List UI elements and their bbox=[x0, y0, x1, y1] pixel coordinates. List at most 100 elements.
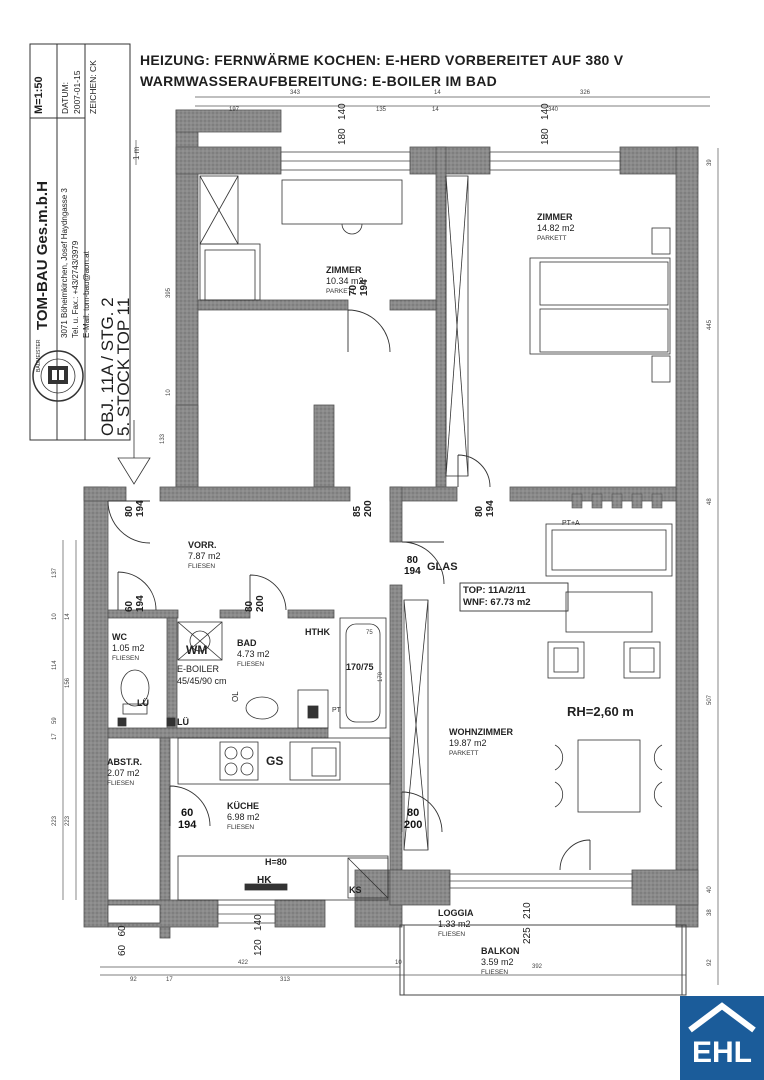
top-number: TOP: 11A/2/11 bbox=[463, 585, 526, 596]
dim-top-5: 135 bbox=[376, 107, 387, 113]
dim-top-4: 197 bbox=[229, 107, 240, 113]
house-icon bbox=[688, 1002, 756, 1033]
fridge-label: KS bbox=[349, 885, 362, 895]
dim-right-7: 92 bbox=[707, 959, 713, 966]
room-floor-living: PARKETT bbox=[449, 750, 479, 757]
window-size-kitchen: 120 140 bbox=[253, 914, 264, 956]
dim-top-6: 14 bbox=[432, 107, 439, 113]
room-floor-bath: FLIESEN bbox=[237, 661, 265, 668]
unit-info-box bbox=[459, 582, 569, 612]
room-name-storage: ABST.R. bbox=[107, 757, 143, 767]
room-area-balcony: 3.59 m2 bbox=[481, 957, 514, 967]
date-value: 2007-01-15 bbox=[72, 70, 82, 114]
floor-label: 5. STOCK TOP 11 bbox=[114, 297, 133, 436]
room-area-hall: 7.87 m2 bbox=[188, 551, 221, 561]
room-name-bedroom-1: ZIMMER bbox=[326, 265, 362, 275]
room-name-loggia: LOGGIA bbox=[438, 908, 474, 918]
room-name-wc: WC bbox=[112, 632, 127, 642]
room-name-hall: VORR. bbox=[188, 540, 217, 550]
room-area-bath: 4.73 m2 bbox=[237, 649, 270, 659]
dim-left-7: 17 bbox=[52, 733, 58, 740]
dim-bottom-1: 422 bbox=[238, 960, 249, 966]
seal-text: BAUMEISTER bbox=[36, 339, 42, 372]
room-name-bath: BAD bbox=[237, 638, 257, 648]
boiler-size: 45/45/90 cm bbox=[177, 676, 227, 686]
door-swings bbox=[107, 309, 591, 871]
dim-misc-133: 133 bbox=[160, 433, 166, 444]
balcony-outline bbox=[399, 924, 687, 996]
dim-misc-10: 10 bbox=[166, 389, 172, 396]
room-floor-storage: FLIESEN bbox=[107, 780, 135, 787]
bathtub-size: 170/75 bbox=[346, 662, 374, 672]
company-name: TOM-BAU Ges.m.b.H bbox=[34, 181, 51, 330]
dim-misc-170: 170 bbox=[378, 671, 384, 682]
scale-label: M=1:50 bbox=[33, 76, 45, 114]
room-area-living: 19.87 m2 bbox=[449, 738, 487, 748]
washing-machine-label: WM bbox=[186, 643, 208, 657]
pt-label: PT bbox=[332, 707, 341, 714]
dim-bottom-3: 92 bbox=[130, 977, 137, 983]
room-area-bedroom-2: 14.82 m2 bbox=[537, 223, 575, 233]
company-phone: Tel. u. Fax.: +43/2743/3979 bbox=[71, 240, 80, 338]
room-area-wc: 1.05 m2 bbox=[112, 643, 145, 653]
dim-misc-75: 75 bbox=[366, 630, 373, 636]
dimension-lines bbox=[62, 96, 719, 985]
room-area-bedroom-1: 10.34 m2 bbox=[326, 276, 364, 286]
dim-right-3: 48 bbox=[707, 498, 713, 505]
windows bbox=[107, 151, 633, 924]
room-height: RH=2,60 m bbox=[567, 704, 634, 719]
dishwasher-label: GS bbox=[266, 754, 284, 768]
room-name-kitchen: KÜCHE bbox=[227, 801, 260, 811]
room-name-balcony: BALKON bbox=[481, 946, 520, 956]
dim-left-2: 10 bbox=[52, 613, 58, 620]
room-name-living: WOHNZIMMER bbox=[449, 727, 513, 737]
dim-left-4: 114 bbox=[52, 660, 58, 670]
builder-seal bbox=[32, 350, 84, 402]
vent-label-2: LÜ bbox=[177, 717, 189, 727]
window-size-storage: 60 60 bbox=[117, 925, 128, 956]
boiler-label: E-BOILER bbox=[177, 664, 220, 674]
room-name-bedroom-2: ZIMMER bbox=[537, 212, 573, 222]
dim-right-1: 39 bbox=[707, 159, 713, 166]
room-floor-loggia: FLIESEN bbox=[438, 931, 466, 938]
dim-right-5: 40 bbox=[707, 886, 713, 893]
sofa-label: PT+A bbox=[562, 520, 580, 527]
wall-columns bbox=[571, 493, 663, 509]
room-floor-kitchen: FLIESEN bbox=[227, 824, 255, 831]
dim-left-8: 223 bbox=[52, 815, 58, 826]
dim-bottom-4: 17 bbox=[166, 977, 173, 983]
towel-radiator-label: HTHK bbox=[305, 627, 330, 637]
dim-bottom-5: 313 bbox=[280, 977, 291, 983]
dim-left-1: 137 bbox=[52, 567, 58, 578]
ehl-logo: EHL bbox=[692, 1036, 752, 1069]
dim-left-5: 156 bbox=[65, 677, 71, 688]
dim-left-3: 14 bbox=[65, 613, 71, 620]
vent-label-1: LÜ bbox=[137, 698, 149, 708]
dim-left-6: 59 bbox=[52, 717, 58, 724]
dim-right-6: 38 bbox=[707, 909, 713, 916]
company-email: E-Mail: tom-bau@aon.at bbox=[82, 251, 91, 338]
dim-top-3: 326 bbox=[580, 90, 591, 96]
dim-bottom-2: 10 bbox=[395, 960, 402, 966]
water-heating-info: WARMWASSERAUFBEREITUNG: E-BOILER IM BAD bbox=[140, 73, 498, 89]
room-area-loggia: 1.33 m2 bbox=[438, 919, 471, 929]
dim-top-2: 14 bbox=[434, 90, 441, 96]
room-floor-bedroom-1: PARKETT bbox=[326, 288, 356, 295]
dim-right-4: 507 bbox=[707, 694, 713, 705]
ehl-logo-bg bbox=[680, 996, 764, 1080]
scale-bar-label: 1 m bbox=[132, 146, 141, 160]
room-area-storage: 2.07 m2 bbox=[107, 768, 140, 778]
room-floor-balcony: FLIESEN bbox=[481, 969, 509, 976]
counter-height-label: H=80 bbox=[265, 857, 287, 867]
heating-info: HEIZUNG: FERNWÄRME KOCHEN: E-HERD VORBER… bbox=[140, 52, 624, 68]
room-area-kitchen: 6.98 m2 bbox=[227, 812, 260, 822]
radiator-label: HK bbox=[257, 875, 272, 886]
